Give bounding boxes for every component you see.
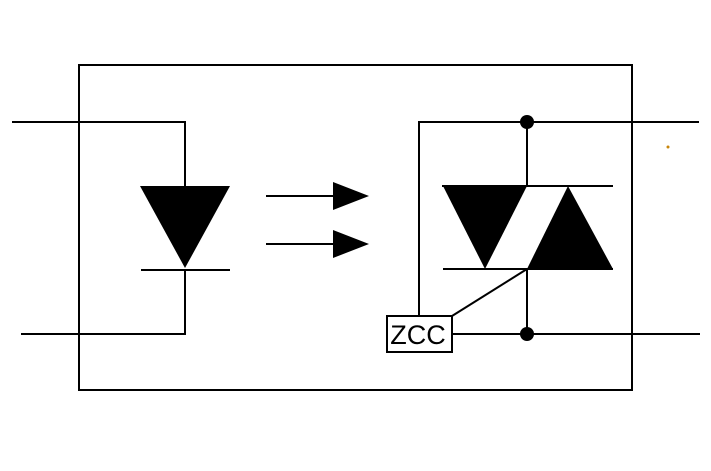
led-anode-lead [12, 121, 186, 187]
junction-dot-icon [520, 115, 534, 129]
triac-right-triangle [527, 186, 613, 269]
triac-left-triangle [443, 186, 527, 269]
light-emission-arrow-icon [266, 182, 369, 210]
led-cathode-lead [21, 269, 186, 335]
triac-output-section: ZCC [386, 115, 700, 353]
zcc-label: ZCC [390, 320, 446, 350]
arrow-head [333, 230, 369, 258]
arrow-head [333, 182, 369, 210]
zcc-box [386, 315, 453, 353]
led-input-section [12, 121, 230, 335]
stray-pixel-artifact [666, 145, 670, 149]
led-diode-icon [140, 186, 230, 268]
triac-gate-line [451, 268, 528, 317]
zcc-block: ZCC [386, 315, 453, 353]
light-emission-arrows [266, 182, 369, 258]
light-emission-arrow-icon [266, 230, 369, 258]
